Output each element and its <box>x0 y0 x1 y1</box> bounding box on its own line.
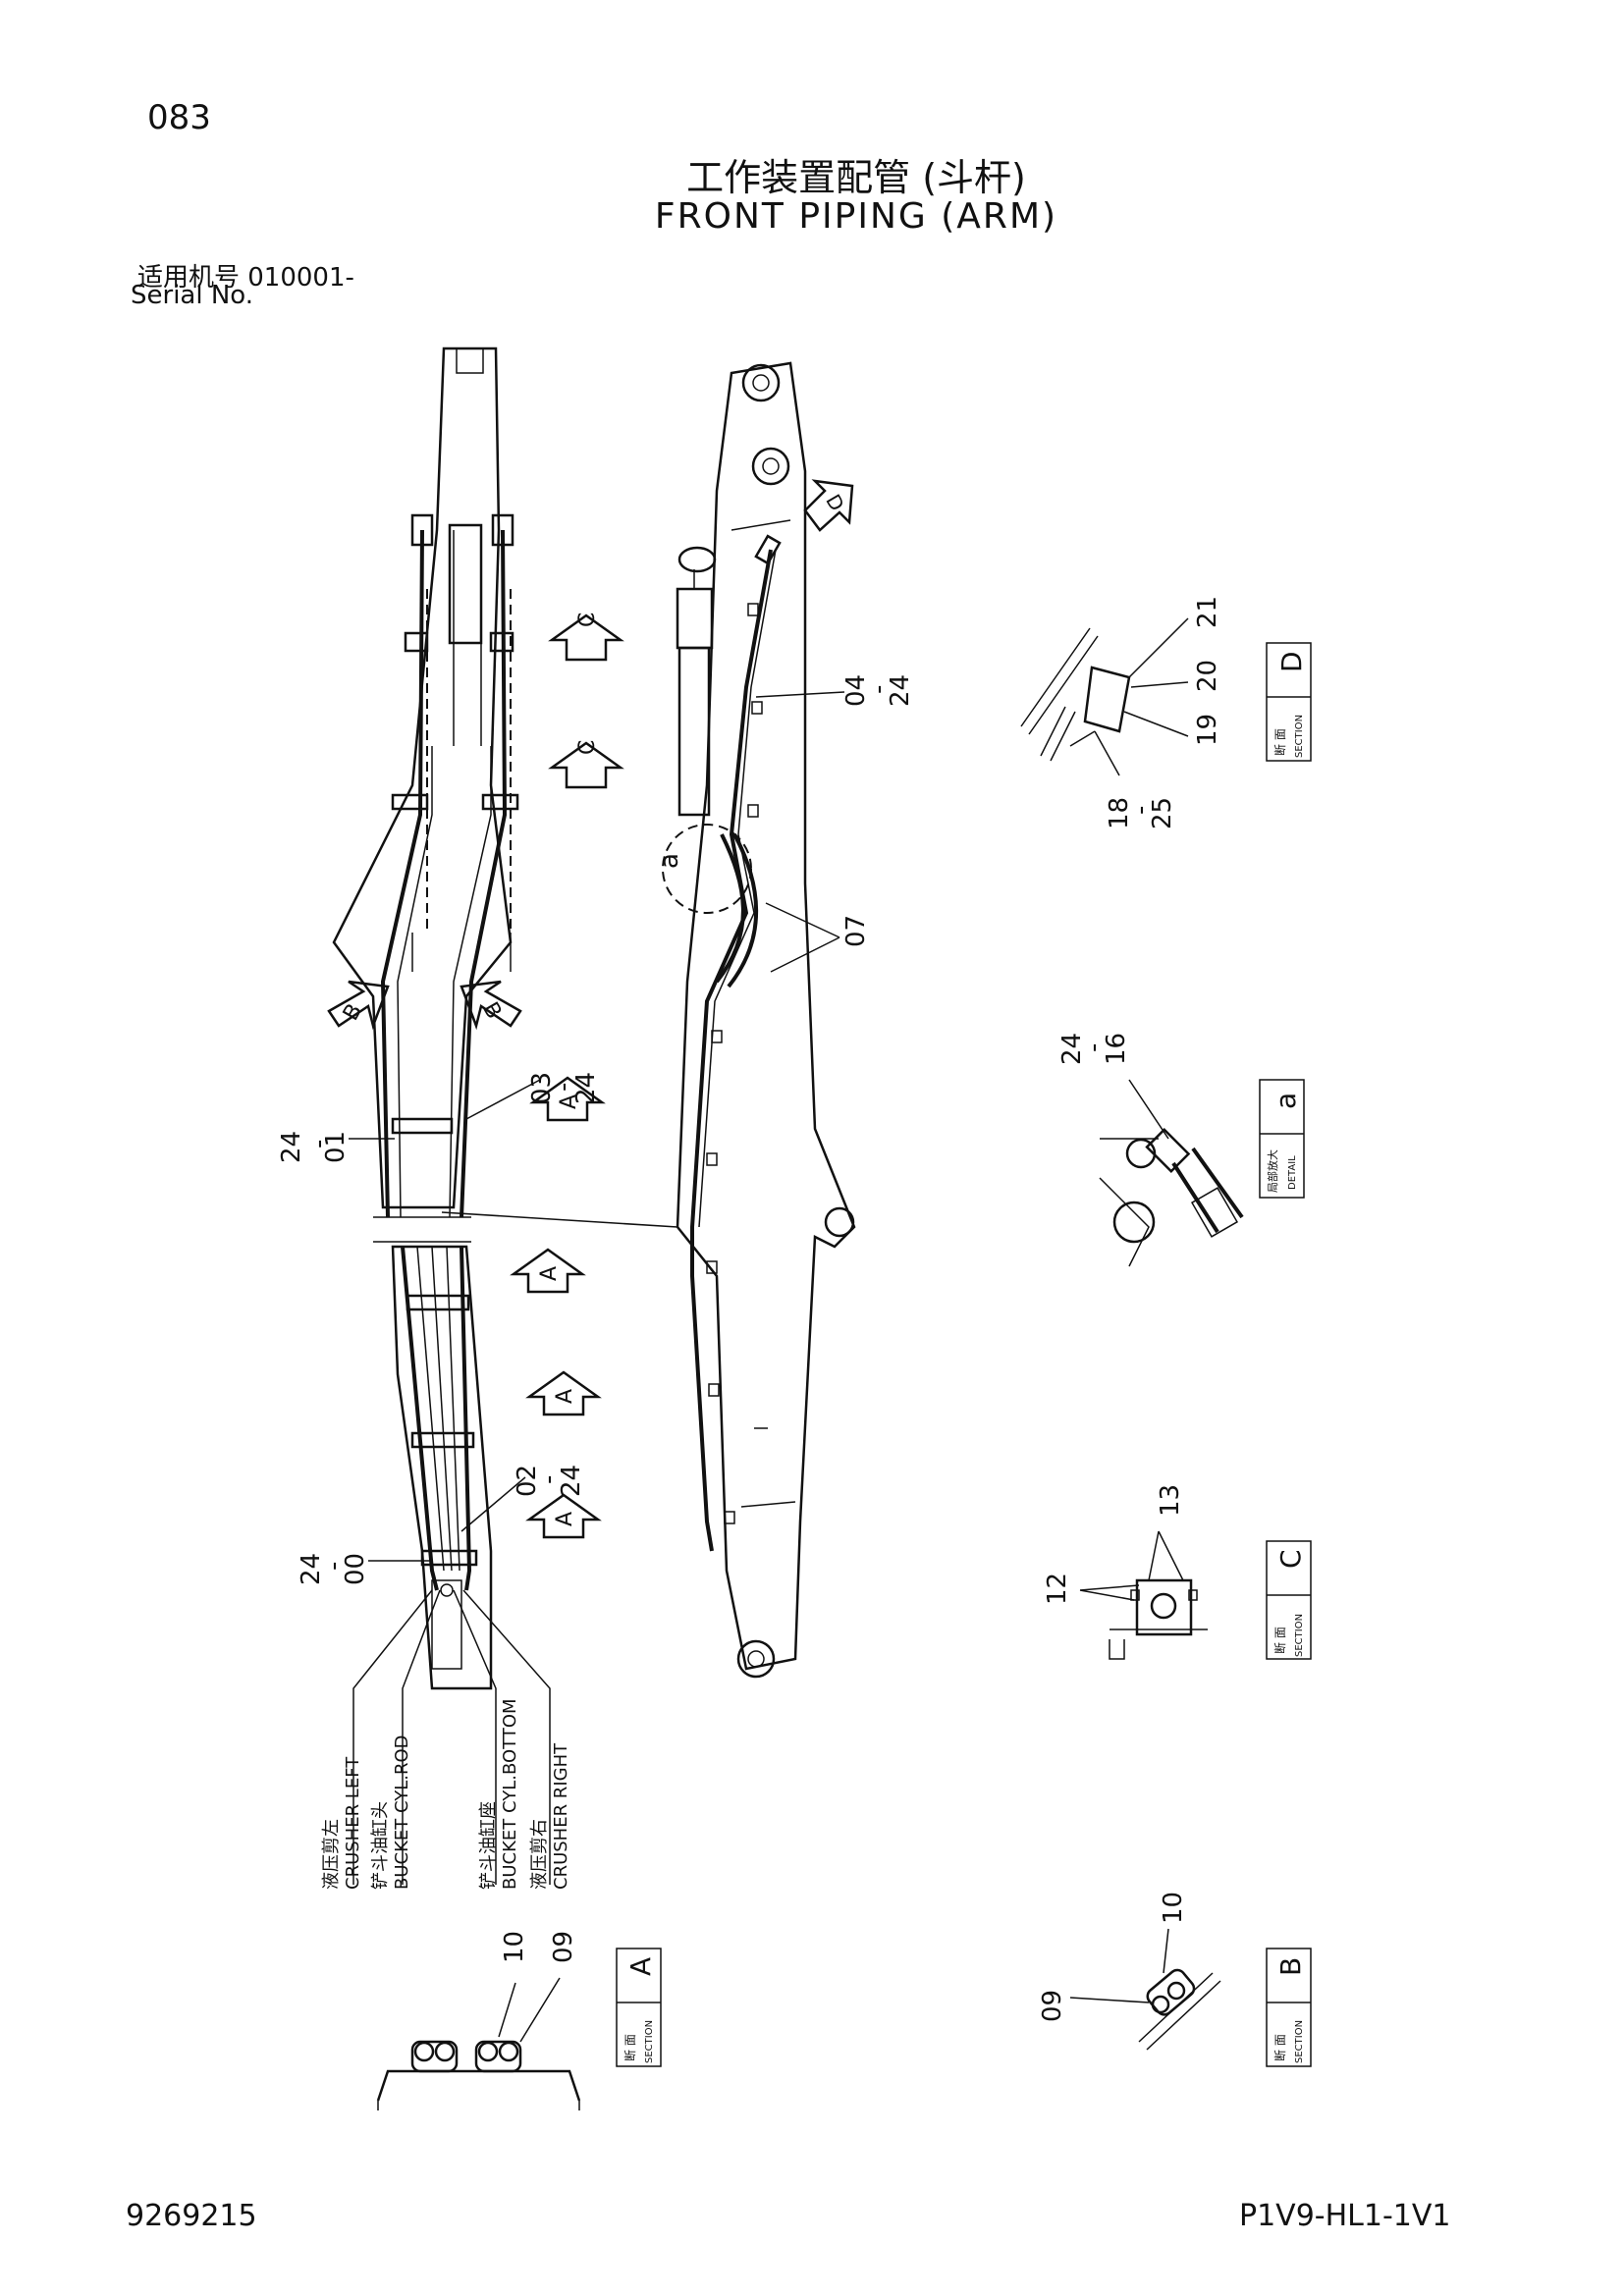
detail-box-a: a 局部放大 DETAIL <box>1259 1079 1305 1199</box>
svg-text:19: 19 <box>1193 714 1222 746</box>
svg-text:B: B <box>1274 1957 1307 1976</box>
document-number: 9269215 <box>126 2199 257 2233</box>
section-c-view: 12 13 <box>1043 1484 1208 1660</box>
view-arrow-c-lower: C <box>548 740 624 789</box>
svg-text:A: A <box>553 1389 577 1404</box>
section-box-d: D 断 面 SECTION <box>1266 642 1312 762</box>
svg-text:10: 10 <box>1159 1892 1188 1924</box>
page-number: 083 <box>147 98 211 137</box>
section-b-view: 09 10 <box>1038 1892 1221 2051</box>
hose-label-crusher-right: 液压剪右 CRUSHER RIGHT <box>529 1742 571 1890</box>
view-arrow-c-upper: C <box>548 613 624 662</box>
svg-text:13: 13 <box>1156 1484 1185 1517</box>
view-arrow-a-3: A <box>525 1370 602 1416</box>
svg-text:SECTION: SECTION <box>644 2020 655 2063</box>
svg-text:B: B <box>339 1000 367 1026</box>
svg-text:-: - <box>1079 1043 1109 1052</box>
svg-text:BUCKET CYL.ROD: BUCKET CYL.ROD <box>392 1735 412 1890</box>
svg-text:A: A <box>537 1266 562 1281</box>
svg-text:A: A <box>557 1095 581 1109</box>
svg-text:04: 04 <box>841 674 871 707</box>
svg-text:DETAIL: DETAIL <box>1287 1155 1298 1190</box>
section-box-c: C 断 面 SECTION <box>1266 1540 1312 1660</box>
svg-text:24: 24 <box>1057 1033 1087 1065</box>
detail-a-view: 24 - 16 <box>1057 1033 1244 1267</box>
svg-text:断 面: 断 面 <box>1272 728 1287 756</box>
svg-text:铲斗油缸座: 铲斗油缸座 <box>477 1801 499 1890</box>
view-arrow-d: D <box>803 479 854 532</box>
svg-text:07: 07 <box>841 915 871 947</box>
svg-text:断 面: 断 面 <box>1272 2034 1287 2061</box>
serial-number-label-cn: 适用机号 010001- <box>137 263 354 293</box>
svg-text:24: 24 <box>297 1553 326 1585</box>
view-arrow-b-left: B <box>327 980 390 1031</box>
callout-07: 07 <box>765 902 871 973</box>
section-d-view: 21 20 19 18 - 25 <box>1020 596 1222 829</box>
svg-text:SECTION: SECTION <box>1294 1614 1305 1657</box>
svg-text:SECTION: SECTION <box>1294 715 1305 758</box>
view-arrow-a-4: A <box>525 1493 602 1539</box>
svg-text:BUCKET CYL.BOTTOM: BUCKET CYL.BOTTOM <box>500 1698 520 1890</box>
svg-text:-: - <box>1126 806 1156 815</box>
title-english: FRONT PIPING (ARM) <box>654 196 1058 237</box>
svg-text:24: 24 <box>277 1131 306 1163</box>
svg-text:09: 09 <box>1038 1990 1067 2022</box>
svg-text:液压剪右: 液压剪右 <box>529 1819 550 1890</box>
section-a-view: 10 09 <box>376 1931 581 2110</box>
svg-text:局部放大: 局部放大 <box>1266 1149 1279 1193</box>
title-chinese: 工作装置配管 (斗杆) <box>686 156 1026 199</box>
callout-02-24: 02 - 24 <box>460 1465 586 1532</box>
svg-text:02: 02 <box>513 1465 542 1497</box>
arm-top-view <box>332 347 678 1885</box>
svg-text:液压剪左: 液压剪左 <box>321 1819 342 1890</box>
callout-24-00: 24 - 00 <box>297 1553 432 1585</box>
view-arrow-a-2: A <box>510 1248 586 1294</box>
svg-text:C: C <box>1274 1549 1307 1569</box>
marker-a: a <box>655 853 684 869</box>
svg-text:18: 18 <box>1105 797 1134 829</box>
svg-text:24: 24 <box>886 674 915 707</box>
svg-text:01: 01 <box>321 1131 351 1163</box>
svg-text:断 面: 断 面 <box>623 2034 637 2061</box>
svg-text:D: D <box>821 490 848 514</box>
svg-text:SECTION: SECTION <box>1294 2020 1305 2063</box>
svg-text:20: 20 <box>1193 660 1222 692</box>
svg-text:-: - <box>864 685 893 694</box>
svg-text:24: 24 <box>557 1465 586 1497</box>
svg-text:12: 12 <box>1043 1573 1072 1605</box>
svg-text:-: - <box>319 1562 349 1571</box>
svg-text:-: - <box>534 1475 564 1484</box>
hose-label-crusher-left: 液压剪左 CRUSHER LEFT <box>321 1756 363 1890</box>
arm-side-view <box>662 361 856 1679</box>
svg-text:09: 09 <box>549 1931 578 1963</box>
svg-text:21: 21 <box>1193 596 1222 628</box>
svg-text:CRUSHER RIGHT: CRUSHER RIGHT <box>551 1742 571 1890</box>
section-box-a: A 断 面 SECTION <box>616 1948 662 2067</box>
callout-24-01: 24 - 01 <box>277 1131 395 1163</box>
svg-text:-: - <box>549 1083 578 1092</box>
section-box-b: B 断 面 SECTION <box>1266 1948 1312 2067</box>
svg-text:C: C <box>575 613 600 627</box>
svg-text:16: 16 <box>1102 1033 1131 1065</box>
serial-number-label-en: Serial No. <box>131 281 253 310</box>
svg-text:CRUSHER LEFT: CRUSHER LEFT <box>343 1756 363 1890</box>
svg-text:断 面: 断 面 <box>1272 1627 1287 1654</box>
callout-04-24: 04 - 24 <box>755 674 915 707</box>
document-code: P1V9-HL1-1V1 <box>1239 2199 1451 2233</box>
svg-text:-: - <box>304 1140 334 1148</box>
svg-text:D: D <box>1275 651 1308 672</box>
svg-text:a: a <box>655 853 684 869</box>
hose-label-bucket-cyl-rod: 铲斗油缸头 BUCKET CYL.ROD <box>369 1735 412 1890</box>
svg-text:25: 25 <box>1148 797 1177 829</box>
svg-text:a: a <box>1270 1093 1302 1109</box>
svg-text:A: A <box>553 1512 577 1526</box>
svg-text:10: 10 <box>500 1931 529 1963</box>
svg-text:铲斗油缸头: 铲斗油缸头 <box>369 1801 391 1890</box>
svg-text:00: 00 <box>341 1553 370 1585</box>
hose-label-bucket-cyl-bottom: 铲斗油缸座 BUCKET CYL.BOTTOM <box>477 1698 520 1890</box>
svg-text:A: A <box>624 1957 657 1976</box>
view-arrow-a-1: A <box>529 1076 606 1122</box>
svg-text:C: C <box>575 740 600 755</box>
